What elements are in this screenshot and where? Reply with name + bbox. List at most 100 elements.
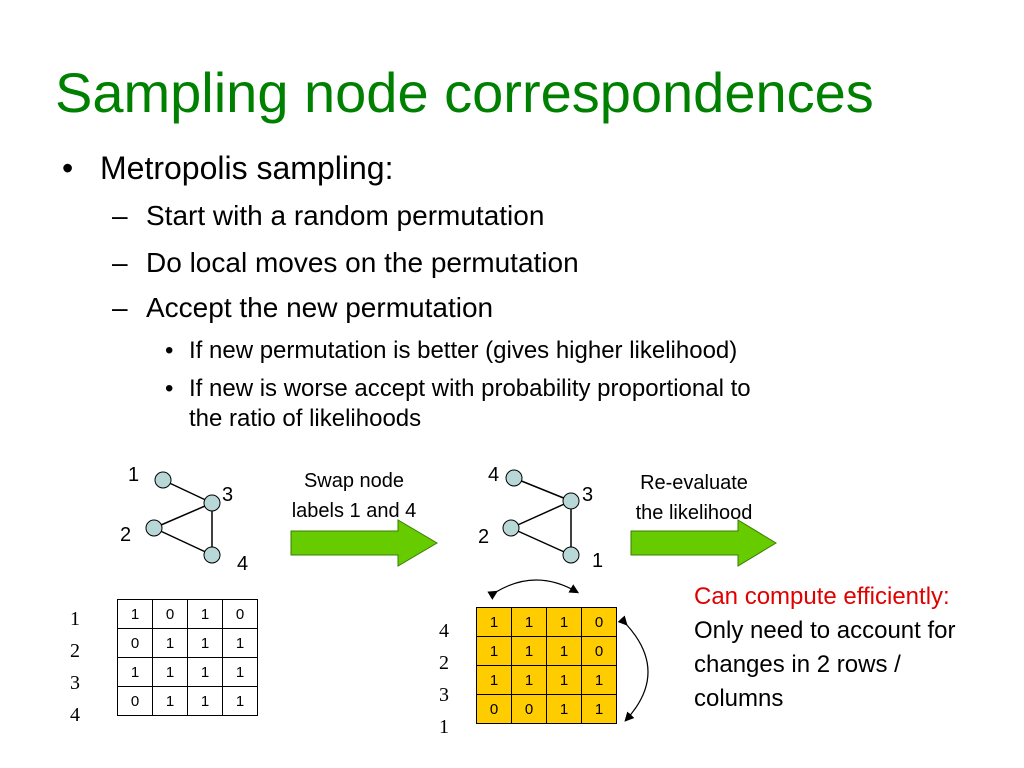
matrix-cell: 1 [152, 657, 188, 687]
bullet-subsub-text: the ratio of likelihoods [189, 405, 422, 432]
column-swap-arrow [487, 579, 580, 600]
graph-node [562, 492, 580, 510]
node-label: 1 [128, 464, 140, 486]
row-label: 2 [439, 652, 449, 674]
matrix-row: 1 1 1 1 [117, 657, 258, 687]
matrix-cell: 1 [222, 657, 258, 687]
node-label: 3 [222, 484, 234, 506]
bullet-sub-text: Do local moves on the permutation [146, 247, 579, 278]
row-label: 1 [439, 716, 449, 738]
row-label: 2 [70, 640, 80, 662]
note-line: changes in 2 rows / [694, 651, 901, 678]
matrix-cell: 1 [117, 657, 153, 687]
adjacency-matrix-left: 1 0 1 0 0 1 1 1 1 1 1 1 0 1 1 1 [117, 599, 258, 716]
matrix-cell: 1 [222, 628, 258, 658]
graph-node [145, 519, 163, 537]
matrix-cell: 1 [546, 694, 582, 724]
matrix-cell: 0 [581, 607, 617, 637]
bullet-mark: • [165, 337, 174, 364]
node-label: 2 [120, 524, 132, 546]
matrix-cell: 0 [222, 599, 258, 629]
row-label: 4 [439, 620, 449, 642]
reevaluate-arrow [630, 519, 777, 567]
matrix-cell: 0 [117, 628, 153, 658]
matrix-cell: 0 [581, 636, 617, 666]
matrix-cell: 1 [511, 665, 547, 695]
swap-caption: Swap node labels 1 and 4 [272, 466, 436, 526]
graph-node [505, 469, 523, 487]
bullet-mark: • [165, 375, 174, 402]
graph-edge [153, 527, 213, 556]
bullet-main-text: Metropolis sampling: [100, 150, 394, 186]
note-line: Only need to account for [694, 617, 956, 644]
matrix-cell: 1 [187, 628, 223, 658]
graph-edge [510, 500, 572, 529]
caption-line: labels 1 and 4 [291, 500, 417, 522]
matrix-cell: 1 [476, 636, 512, 666]
matrix-cell: 1 [581, 694, 617, 724]
adjacency-matrix-right: 1 1 1 0 1 1 1 0 1 1 1 1 0 0 1 1 [476, 607, 617, 724]
matrix-cell: 0 [511, 694, 547, 724]
slide-title: Sampling node correspondences [55, 61, 874, 124]
bullet-mark: • [62, 150, 74, 186]
bullet-subsub-text: If new permutation is better (gives high… [189, 337, 738, 364]
graph-node [154, 471, 172, 489]
node-label: 2 [478, 526, 490, 548]
efficiency-note: Can compute efficiently: Only need to ac… [694, 580, 956, 716]
note-line: columns [694, 685, 784, 712]
matrix-row: 1 1 1 0 [476, 607, 617, 637]
matrix-row: 1 1 1 1 [476, 665, 617, 695]
matrix-cell: 1 [476, 607, 512, 637]
matrix-cell: 1 [187, 599, 223, 629]
node-label: 4 [237, 553, 249, 575]
node-label: 3 [582, 484, 594, 506]
caption-line: the likelihood [635, 502, 753, 524]
matrix-cell: 1 [187, 686, 223, 716]
matrix-cell: 1 [546, 636, 582, 666]
graph-edge [162, 479, 213, 504]
reevaluate-caption: Re-evaluate the likelihood [616, 468, 772, 528]
matrix-cell: 1 [117, 599, 153, 629]
bullet-sub-text: Start with a random permutation [146, 200, 545, 231]
node-label: 4 [488, 464, 500, 486]
graph-node [562, 546, 580, 564]
matrix-cell: 1 [222, 686, 258, 716]
graph-edge [513, 477, 572, 502]
dash-mark: – [112, 292, 128, 323]
graph-right [502, 469, 580, 564]
matrix-row: 0 1 1 1 [117, 686, 258, 716]
node-label: 1 [592, 550, 604, 572]
row-label: 4 [70, 704, 80, 726]
graph-node [502, 519, 520, 537]
row-label: 3 [70, 672, 80, 694]
dash-mark: – [112, 247, 128, 278]
matrix-cell: 1 [476, 665, 512, 695]
matrix-row: 0 0 1 1 [476, 694, 617, 724]
matrix-row: 0 1 1 1 [117, 628, 258, 658]
row-label: 1 [70, 608, 80, 630]
matrix-cell: 0 [117, 686, 153, 716]
graph-edge [510, 527, 572, 556]
graph-left [145, 471, 221, 564]
row-label: 3 [439, 684, 449, 706]
matrix-cell: 1 [511, 636, 547, 666]
bullet-subsub-text: If new is worse accept with probability … [189, 375, 751, 402]
matrix-cell: 1 [187, 657, 223, 687]
row-labels-right: 4 2 3 1 [434, 615, 454, 743]
row-labels-left: 1 2 3 4 [65, 603, 85, 731]
matrix-cell: 0 [476, 694, 512, 724]
swap-arrow [290, 519, 438, 567]
matrix-cell: 1 [152, 686, 188, 716]
matrix-cell: 1 [152, 628, 188, 658]
graph-edge [153, 502, 213, 529]
matrix-cell: 1 [511, 607, 547, 637]
bullet-list: • Metropolis sampling: – Start with a ra… [62, 150, 751, 432]
matrix-row: 1 1 1 0 [476, 636, 617, 666]
graph-node [203, 494, 221, 512]
matrix-cell: 0 [152, 599, 188, 629]
matrix-cell: 1 [546, 665, 582, 695]
graph-node [203, 546, 221, 564]
note-highlight: Can compute efficiently: [694, 583, 950, 610]
caption-line: Swap node [303, 470, 405, 492]
